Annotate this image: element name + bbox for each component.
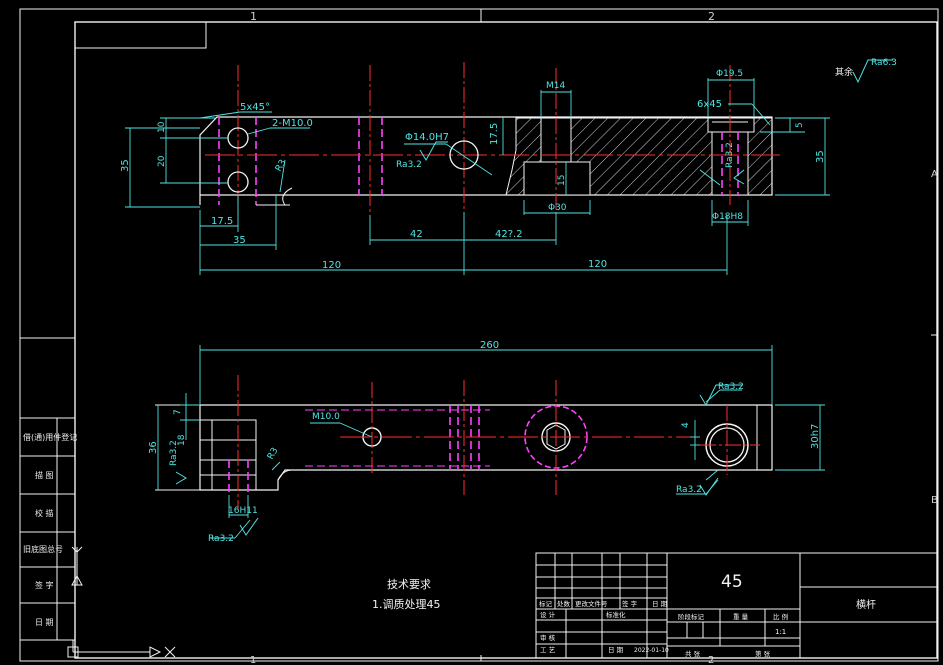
- label-r3-bottom: R3: [266, 446, 281, 461]
- tb-weight-header: 重 量: [733, 613, 749, 621]
- top-r3-arc: [282, 187, 293, 206]
- left-strip-label-2: 描 图: [35, 470, 54, 480]
- zone-top-2: 2: [708, 10, 715, 23]
- label-r3-top: R3: [274, 158, 289, 173]
- title-block-text: 标记 处数 更改文件号 签 字 日 期 设 计 标准化 审 核 工 艺 日 期 …: [539, 599, 788, 658]
- ucs-x-marker: [164, 646, 176, 658]
- tb-sheet-number: 第 张: [755, 649, 771, 658]
- label-dim-35-left: 35: [120, 159, 131, 172]
- label-ra-top-right: Ra3.2: [718, 382, 744, 392]
- label-dim-36: 36: [148, 441, 159, 454]
- label-dim-5: 5: [795, 122, 805, 128]
- label-dim-35-right: 35: [815, 150, 826, 163]
- tb-header-3: 更改文件号: [575, 599, 608, 608]
- bottom-center-lines: [237, 375, 760, 510]
- tb-header-4: 签 字: [622, 599, 638, 608]
- tb-stage-header: 阶段标记: [678, 612, 705, 621]
- label-bore-center: Φ14.0H7: [405, 132, 449, 143]
- tb-scale-header: 比 例: [773, 612, 788, 621]
- top-roughness-symbols: [419, 59, 893, 185]
- label-dim-20: 20: [157, 155, 167, 167]
- zone-top-1: 1: [250, 10, 257, 23]
- label-dim-35-bottom: 35: [233, 235, 246, 246]
- bottom-hidden-lines: [228, 405, 490, 492]
- label-ra-left: Ra3.2: [169, 440, 179, 466]
- bottom-r3-arc: [277, 469, 293, 481]
- label-dim-30h7: 30h7: [810, 424, 821, 449]
- label-slot-16h11: 16H11: [228, 506, 258, 516]
- label-overall-260: 260: [480, 340, 499, 351]
- label-ra-bottom-left: Ra3.2: [208, 534, 234, 544]
- tb-row-process: 工 艺: [540, 646, 556, 654]
- ucs-axis-icon: [67, 640, 162, 658]
- left-strip-label-1: 借(通)用件登记: [23, 432, 77, 442]
- left-strip-label-5: 签 字: [35, 580, 54, 590]
- title-block-part-name: 横杆: [856, 598, 876, 611]
- left-strip-label-6: 日 期: [35, 618, 54, 627]
- tb-row-review: 审 核: [540, 633, 556, 642]
- tb-row-date: 日 期: [608, 646, 624, 654]
- label-chamfer-left: 5x45°: [240, 102, 270, 113]
- tb-header-2: 处数: [557, 599, 571, 608]
- tech-req-item: 1.调质处理45: [372, 598, 441, 611]
- left-strip-label-3: 校 描: [35, 508, 54, 518]
- tb-scale-value: 1:1: [775, 628, 786, 636]
- title-block-material: 45: [721, 572, 743, 592]
- tb-row-standard: 标准化: [606, 610, 626, 619]
- label-pocket-bore: Φ30: [548, 203, 567, 213]
- label-dim-17-5: 17.5: [211, 216, 233, 227]
- label-m14: M14: [546, 81, 565, 91]
- label-ra-bottom-right: Ra3.2: [676, 485, 702, 495]
- top-center-lines: [205, 62, 780, 215]
- label-17-5-vertical: 17.5: [489, 123, 500, 145]
- label-dim-120-left: 120: [322, 260, 341, 271]
- top-view-dimensions: [125, 78, 830, 275]
- label-chamfer-right: 6x45: [697, 99, 722, 110]
- drawing-frame: [19, 8, 939, 662]
- label-right-hole-dia: Φ19.5: [716, 69, 743, 79]
- label-right-ra: Ra3.2: [725, 142, 735, 168]
- label-dim-42-2: 42?.2: [495, 229, 523, 240]
- label-dim-10: 10: [157, 121, 167, 133]
- left-revision-strip: [20, 337, 75, 641]
- zone-bottom-2: 2: [708, 655, 714, 665]
- bottom-left-block: [199, 419, 257, 491]
- tb-date-value: 2022-01-10: [634, 647, 669, 654]
- tb-header-5: 日 期: [652, 600, 668, 608]
- label-roughness-center: Ra3.2: [396, 160, 422, 170]
- tb-sheet-total: 共 张: [685, 649, 701, 658]
- label-dim-18: 18: [177, 434, 187, 446]
- title-block-grid: [535, 552, 938, 659]
- label-dim-120-right: 120: [588, 259, 607, 270]
- tb-row-design: 设 计: [540, 610, 556, 619]
- label-pocket-depth: 15: [557, 175, 567, 186]
- label-dim-7: 7: [173, 409, 183, 415]
- label-thread-holes: 2-M10.0: [272, 118, 313, 129]
- ucs-y-marker: [71, 546, 83, 586]
- zone-bottom-1: 1: [250, 655, 256, 665]
- pocket-counterbore: [523, 161, 591, 196]
- zone-right-b: B: [931, 495, 938, 506]
- left-strip-label-4: 旧底图总号: [23, 544, 63, 554]
- zone-right-a: A: [931, 169, 938, 180]
- thread-hole-lower: [227, 171, 249, 193]
- label-dim-4: 4: [681, 422, 691, 428]
- surface-note-ra: Ra6.3: [871, 58, 897, 68]
- label-right-h8: Φ18H8: [712, 212, 743, 222]
- bottom-view: [155, 375, 773, 510]
- tech-req-title: 技术要求: [387, 578, 431, 591]
- tb-header-1: 标记: [539, 599, 553, 608]
- surface-note-label: 其余: [835, 66, 853, 78]
- bottom-view-dimensions: [157, 345, 825, 539]
- label-m10: M10.0: [312, 412, 340, 422]
- top-view-labels: 5x45° 2-M10.0 Φ14.0H7 Ra3.2 17.5 M14 Φ30…: [120, 69, 826, 271]
- right-counterbore: [707, 117, 755, 133]
- label-dim-42: 42: [410, 229, 423, 240]
- bottom-view-outline: [199, 404, 773, 491]
- center-bore-hole: [449, 140, 479, 170]
- bottom-roughness-symbols: [175, 384, 742, 536]
- bottom-view-labels: 260 M10.0 Ra3.2 Ra3.2 Ra3.2 Ra3.2 7 18 3…: [148, 340, 821, 544]
- top-view: [199, 62, 780, 215]
